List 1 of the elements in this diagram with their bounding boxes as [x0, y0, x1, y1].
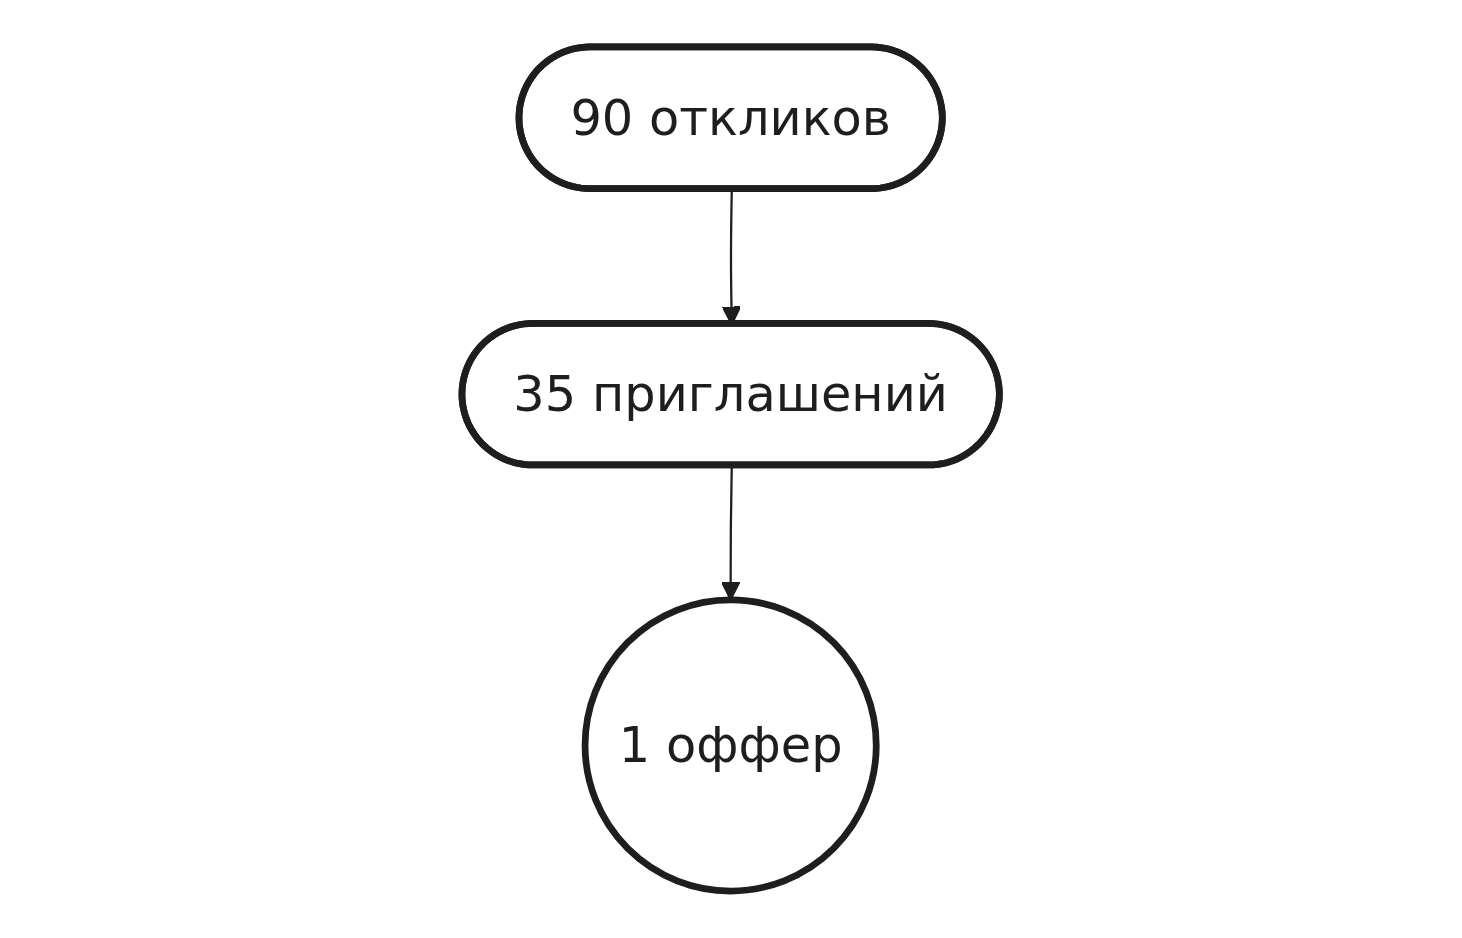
node-circle: 1 оффер [582, 596, 880, 895]
